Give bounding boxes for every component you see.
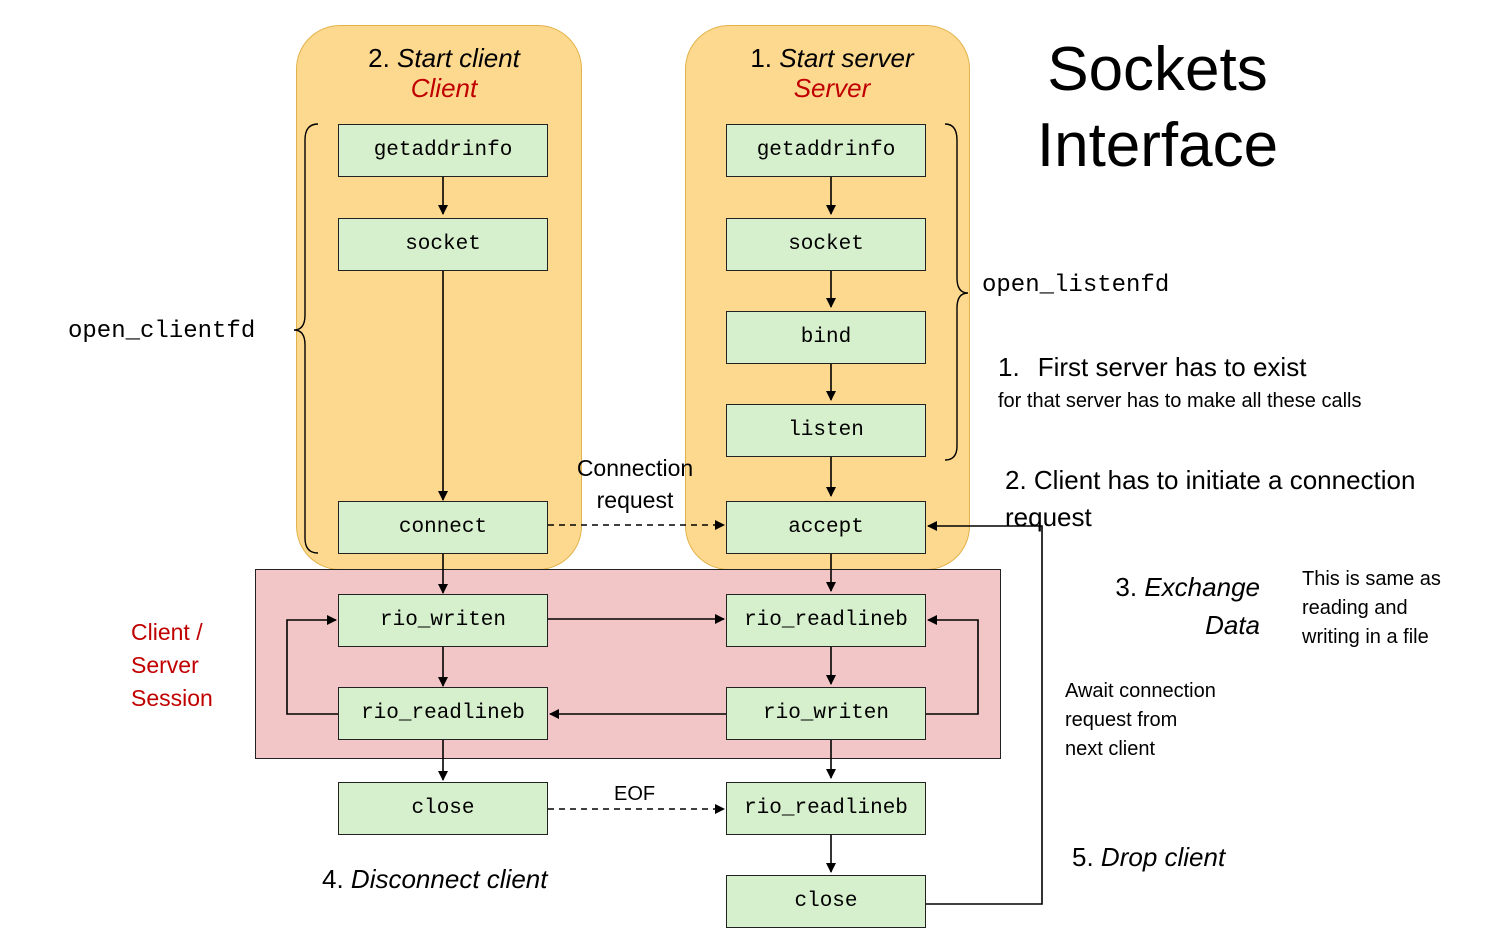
connection-request-label: Connection request bbox=[576, 455, 694, 513]
server-accept-box: accept bbox=[726, 501, 926, 554]
client-rio-writen-box: rio_writen bbox=[338, 594, 548, 647]
open-listenfd-label: open_listenfd bbox=[982, 272, 1170, 299]
disconnect-client-label: 4. Disconnect client bbox=[322, 864, 548, 894]
server-rio-readlineb-box: rio_readlineb bbox=[726, 594, 926, 647]
exchange-data-label: 3. Exchange Data bbox=[1115, 572, 1260, 640]
server-rio-writen-box: rio_writen bbox=[726, 687, 926, 740]
server-listen-box: listen bbox=[726, 404, 926, 457]
note-server-calls: for that server has to make all these ca… bbox=[998, 390, 1362, 412]
server-panel-header: 1. Start server Server bbox=[685, 43, 979, 103]
note-client-initiate: 2. Client has to initiate a connection r… bbox=[1005, 465, 1416, 532]
drop-client-label: 5. Drop client bbox=[1072, 842, 1226, 872]
session-label: Client / Server Session bbox=[131, 619, 213, 711]
server-socket-box: socket bbox=[726, 218, 926, 271]
eof-label: EOF bbox=[614, 783, 656, 805]
client-role-label: Client bbox=[410, 73, 478, 103]
server-close-box: close bbox=[726, 875, 926, 928]
server-rio-readlineb-eof-box: rio_readlineb bbox=[726, 782, 926, 835]
client-rio-readlineb-box: rio_readlineb bbox=[338, 687, 548, 740]
client-getaddrinfo-box: getaddrinfo bbox=[338, 124, 548, 177]
same-as-file-note: This is same as reading and writing in a… bbox=[1302, 568, 1441, 648]
page-title: Sockets Interface bbox=[1036, 35, 1279, 180]
await-connection-note: Await connection request from next clien… bbox=[1065, 680, 1216, 760]
server-panel bbox=[685, 25, 970, 570]
client-close-box: close bbox=[338, 782, 548, 835]
client-panel bbox=[296, 25, 582, 570]
client-socket-box: socket bbox=[338, 218, 548, 271]
note-server-first: 1.First server has to exist bbox=[998, 352, 1307, 382]
client-panel-header: 2. Start client Client bbox=[296, 43, 592, 103]
server-bind-box: bind bbox=[726, 311, 926, 364]
open-clientfd-label: open_clientfd bbox=[68, 318, 256, 345]
client-connect-box: connect bbox=[338, 501, 548, 554]
server-role-label: Server bbox=[793, 73, 871, 103]
server-getaddrinfo-box: getaddrinfo bbox=[726, 124, 926, 177]
